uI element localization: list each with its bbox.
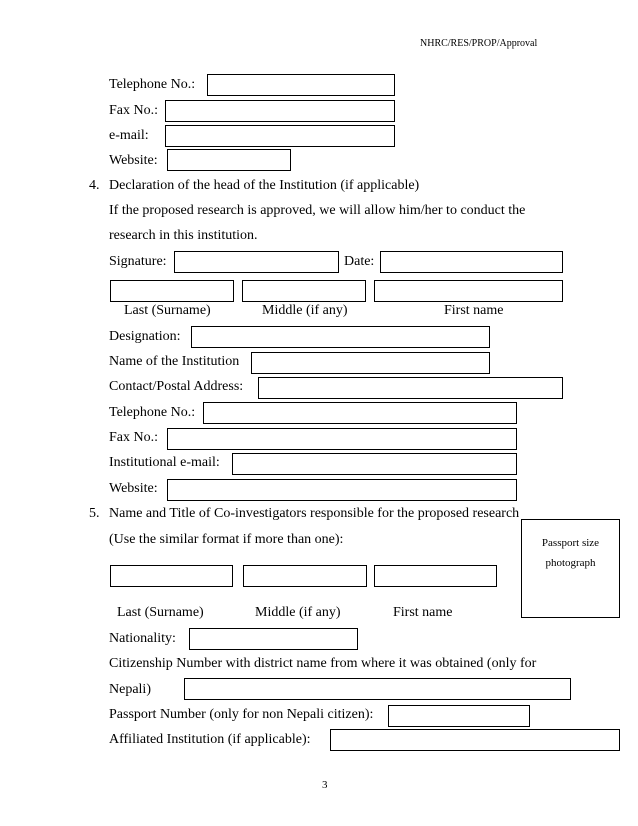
coinvestigator-last-name-label: Last (Surname) (117, 605, 204, 620)
passport-number-label: Passport Number (only for non Nepali cit… (109, 707, 374, 722)
head-first-name-input[interactable] (374, 280, 563, 302)
citizenship-number-input[interactable] (184, 678, 571, 700)
website-input[interactable] (167, 149, 291, 171)
institution-telephone-label: Telephone No.: (109, 405, 196, 420)
page-number: 3 (322, 779, 328, 791)
fax-label: Fax No.: (109, 103, 158, 118)
designation-label: Designation: (109, 329, 181, 344)
date-label: Date: (344, 254, 375, 269)
institution-fax-label: Fax No.: (109, 430, 158, 445)
affiliated-institution-input[interactable] (330, 729, 620, 751)
head-middle-name-input[interactable] (242, 280, 366, 302)
nationality-input[interactable] (189, 628, 358, 650)
citizenship-label-line2: Nepali) (109, 682, 151, 697)
section-5-subtitle: (Use the similar format if more than one… (109, 532, 344, 547)
head-middle-name-label: Middle (if any) (262, 303, 348, 318)
coinvestigator-middle-name-label: Middle (if any) (255, 605, 341, 620)
signature-input[interactable] (174, 251, 339, 273)
institution-name-input[interactable] (251, 352, 490, 374)
postal-address-input[interactable] (258, 377, 563, 399)
email-label: e-mail: (109, 128, 149, 143)
document-reference: NHRC/RES/PROP/Approval (420, 38, 538, 49)
institution-website-label: Website: (109, 481, 158, 496)
section-4-title: Declaration of the head of the Instituti… (109, 178, 420, 193)
designation-input[interactable] (191, 326, 490, 348)
head-last-name-input[interactable] (110, 280, 234, 302)
institution-fax-input[interactable] (167, 428, 517, 450)
nationality-label: Nationality: (109, 631, 176, 646)
coinvestigator-first-name-label: First name (393, 605, 453, 620)
section-4-number: 4. (89, 178, 100, 193)
passport-photo-box[interactable]: Passport size photograph (521, 519, 620, 618)
email-input[interactable] (165, 125, 395, 147)
coinvestigator-middle-name-input[interactable] (243, 565, 367, 587)
signature-label: Signature: (109, 254, 167, 269)
website-label: Website: (109, 153, 158, 168)
coinvestigator-first-name-input[interactable] (374, 565, 497, 587)
postal-address-label: Contact/Postal Address: (109, 379, 244, 394)
institutional-email-input[interactable] (232, 453, 517, 475)
institution-name-label: Name of the Institution (109, 354, 240, 369)
section-4-statement-line1: If the proposed research is approved, we… (109, 203, 526, 218)
section-4-statement-line2: research in this institution. (109, 228, 258, 243)
head-last-name-label: Last (Surname) (124, 303, 211, 318)
section-5-title: Name and Title of Co-investigators respo… (109, 506, 520, 521)
institutional-email-label: Institutional e-mail: (109, 455, 220, 470)
head-first-name-label: First name (444, 303, 504, 318)
passport-number-input[interactable] (388, 705, 530, 727)
photo-label-line1: Passport size (541, 537, 600, 549)
section-5-number: 5. (89, 506, 100, 521)
fax-input[interactable] (165, 100, 395, 122)
coinvestigator-last-name-input[interactable] (110, 565, 233, 587)
date-input[interactable] (380, 251, 563, 273)
institution-telephone-input[interactable] (203, 402, 517, 424)
institution-website-input[interactable] (167, 479, 517, 501)
citizenship-label-line1: Citizenship Number with district name fr… (109, 656, 537, 671)
affiliated-institution-label: Affiliated Institution (if applicable): (109, 732, 311, 747)
telephone-label: Telephone No.: (109, 77, 196, 92)
photo-label-line2: photograph (545, 557, 596, 569)
telephone-input[interactable] (207, 74, 395, 96)
